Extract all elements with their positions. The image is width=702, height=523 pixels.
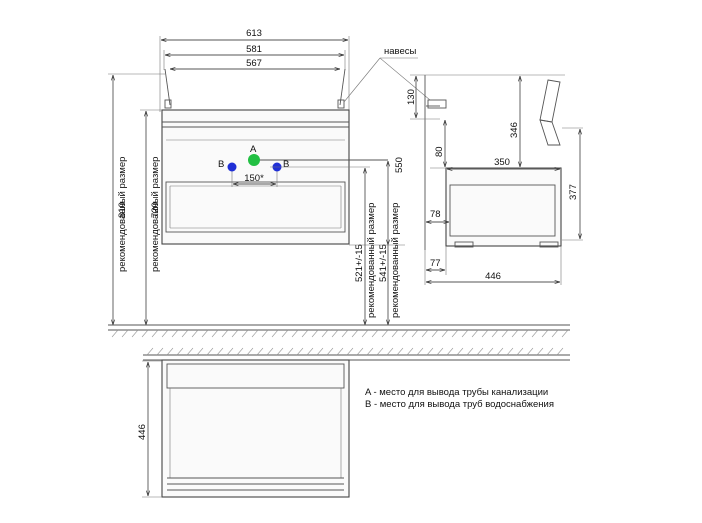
- recommended-label-810: рекомендованный размер: [117, 157, 128, 272]
- recommended-label-521: рекомендованный размер: [366, 203, 377, 318]
- front-view: 613 581 567 навесы 150*: [108, 28, 431, 325]
- dim-150: 150*: [244, 173, 264, 184]
- dim-613: 613: [246, 28, 262, 39]
- label-a: A: [250, 144, 257, 155]
- recommended-label-541: рекомендованный размер: [390, 203, 401, 318]
- floor: [108, 324, 570, 361]
- cabinet-side: [445, 167, 562, 247]
- dim-521: 521+/-15: [354, 244, 365, 282]
- hinges-label: навесы: [384, 46, 417, 57]
- dim-446-top: 446: [137, 424, 148, 440]
- dim-80: 80: [434, 146, 445, 157]
- dim-77: 77: [430, 258, 441, 269]
- cabinet-front: [161, 109, 350, 245]
- drawer-front: [165, 181, 346, 233]
- top-view: 446: [137, 359, 350, 498]
- recommended-label-720: рекомендованный размер: [150, 157, 161, 272]
- dim-377: 377: [568, 184, 579, 200]
- label-b-left: B: [218, 159, 224, 170]
- dim-446-side: 446: [485, 271, 501, 282]
- label-b-right: B: [283, 159, 289, 170]
- dim-550: 550: [394, 157, 405, 173]
- dim-581: 581: [246, 44, 262, 55]
- dim-130: 130: [406, 89, 417, 105]
- dim-567: 567: [246, 58, 262, 69]
- side-view: 130 80 346 350 377 78 77 446: [406, 74, 583, 285]
- legend-b: B - место для вывода труб водоснабжения: [365, 399, 554, 410]
- side-hinge-icon: [427, 99, 447, 109]
- dim-346: 346: [509, 122, 520, 138]
- dim-78: 78: [430, 209, 441, 220]
- legend-a: A - место для вывода трубы канализации: [365, 387, 548, 398]
- legend: A - место для вывода трубы канализации B…: [365, 387, 554, 410]
- dim-720: 720: [150, 202, 161, 218]
- cabinet-top: [161, 359, 350, 498]
- dim-350: 350: [494, 157, 510, 168]
- point-a-icon: [248, 154, 260, 166]
- dim-810: 810: [117, 202, 128, 218]
- dim-541: 541+/-15: [378, 244, 389, 282]
- hinge-left-icon: [164, 99, 172, 109]
- hinge-right-icon: [337, 99, 345, 109]
- point-b-left-icon: [227, 162, 237, 172]
